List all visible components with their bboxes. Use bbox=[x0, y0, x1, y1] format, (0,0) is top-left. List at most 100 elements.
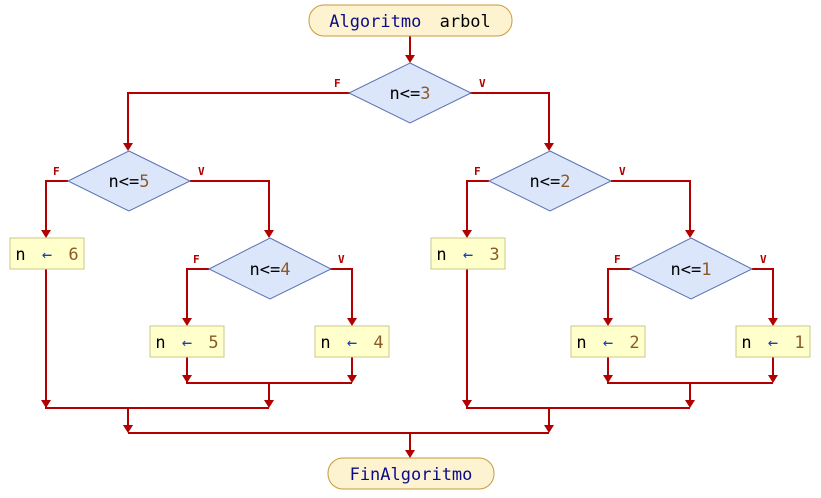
svg-text:n ← 3: n ← 3 bbox=[436, 245, 499, 265]
assign-arrow: ← bbox=[463, 245, 473, 265]
arrowhead-c5 bbox=[123, 143, 133, 151]
svg-text:n ← 1: n ← 1 bbox=[741, 333, 804, 353]
start-keyword: Algoritmo bbox=[329, 12, 421, 32]
condition-op: <= bbox=[681, 260, 701, 280]
assign-value: 2 bbox=[629, 333, 639, 353]
arrowhead-a6 bbox=[41, 230, 51, 238]
arrowhead-merge-c4-right bbox=[347, 375, 357, 383]
assign-arrow: ← bbox=[182, 333, 192, 353]
edge-c5-false bbox=[45, 180, 68, 233]
start-name: arbol bbox=[440, 12, 491, 32]
condition-op: <= bbox=[540, 172, 560, 192]
edge-c3-true bbox=[470, 92, 550, 146]
assign-value: 3 bbox=[489, 245, 499, 265]
arrowhead-a5 bbox=[182, 318, 192, 326]
edge-merge-c1-left bbox=[607, 357, 773, 384]
arrowhead-merge-c5-left bbox=[41, 400, 51, 408]
svg-text:Algoritmo arbol: Algoritmo arbol bbox=[329, 12, 491, 32]
flag-c1-false: F bbox=[614, 253, 621, 266]
arrowhead-merge-c5-down bbox=[123, 425, 133, 433]
condition-var: n bbox=[671, 260, 681, 280]
flag-c3-false: F bbox=[334, 77, 341, 90]
condition-var: n bbox=[109, 172, 119, 192]
arrowhead-a4 bbox=[347, 318, 357, 326]
decision-n-le-5[interactable]: n<=5 bbox=[66, 150, 192, 212]
assign-n-6[interactable]: n ← 6 bbox=[9, 237, 85, 270]
assign-var: n bbox=[436, 245, 446, 265]
arrowhead-c2 bbox=[544, 143, 554, 151]
arrowhead-merge-c1-down bbox=[685, 400, 695, 408]
condition-op: <= bbox=[119, 172, 139, 192]
assign-n-2[interactable]: n ← 2 bbox=[570, 325, 646, 358]
flag-c4-true: V bbox=[338, 253, 345, 266]
branch-flags: F V F V F V F V F V bbox=[53, 77, 767, 266]
svg-text:n<=1: n<=1 bbox=[671, 260, 712, 280]
arrowhead-merge-c4-left bbox=[182, 375, 192, 383]
edge-c3-false bbox=[127, 92, 350, 146]
arrowhead-end bbox=[405, 450, 415, 458]
edge-c1-false bbox=[607, 268, 631, 320]
edge-merge-c4-left bbox=[186, 357, 352, 384]
edge-c2-true bbox=[611, 180, 691, 233]
svg-text:n ← 5: n ← 5 bbox=[155, 333, 218, 353]
assign-n-3[interactable]: n ← 3 bbox=[430, 237, 506, 270]
condition-value: 4 bbox=[280, 260, 290, 280]
edge-c4-true bbox=[330, 268, 353, 320]
edge-c5-true bbox=[190, 180, 270, 233]
condition-op: <= bbox=[400, 84, 420, 104]
arrowhead-merge-c2-left bbox=[462, 400, 472, 408]
arrowhead-c4 bbox=[264, 230, 274, 238]
condition-op: <= bbox=[260, 260, 280, 280]
assign-value: 4 bbox=[373, 333, 383, 353]
condition-value: 3 bbox=[420, 84, 430, 104]
svg-text:n<=2: n<=2 bbox=[530, 172, 571, 192]
condition-value: 1 bbox=[701, 260, 711, 280]
assign-value: 6 bbox=[68, 245, 78, 265]
arrowhead-merge-c1-left bbox=[603, 375, 613, 383]
assign-var: n bbox=[15, 245, 25, 265]
condition-var: n bbox=[250, 260, 260, 280]
flag-c1-true: V bbox=[760, 253, 767, 266]
arrowhead-c1 bbox=[685, 230, 695, 238]
svg-text:n ← 4: n ← 4 bbox=[320, 333, 383, 353]
assign-arrow: ← bbox=[768, 333, 778, 353]
assign-var: n bbox=[320, 333, 330, 353]
flag-c3-true: V bbox=[479, 77, 486, 90]
flag-c5-true: V bbox=[198, 165, 205, 178]
svg-text:n<=5: n<=5 bbox=[109, 172, 150, 192]
svg-text:n ← 2: n ← 2 bbox=[576, 333, 639, 353]
flag-c2-false: F bbox=[474, 165, 481, 178]
assign-value: 5 bbox=[208, 333, 218, 353]
decision-n-le-2[interactable]: n<=2 bbox=[487, 150, 613, 212]
svg-text:n<=3: n<=3 bbox=[390, 84, 431, 104]
arrowhead-merge-c4-down bbox=[264, 400, 274, 408]
svg-text:n ← 6: n ← 6 bbox=[15, 245, 78, 265]
end-terminal[interactable]: FinAlgoritmo bbox=[327, 457, 495, 490]
arrowhead-a3 bbox=[462, 230, 472, 238]
assign-var: n bbox=[576, 333, 586, 353]
flowchart-arrowheads bbox=[41, 55, 778, 458]
start-terminal[interactable]: Algoritmo arbol bbox=[308, 4, 513, 37]
assign-var: n bbox=[155, 333, 165, 353]
assign-var: n bbox=[741, 333, 751, 353]
arrowhead-merge-c2-down bbox=[544, 425, 554, 433]
assign-n-5[interactable]: n ← 5 bbox=[149, 325, 225, 358]
decision-n-le-4[interactable]: n<=4 bbox=[207, 237, 333, 300]
decision-n-le-1[interactable]: n<=1 bbox=[628, 237, 754, 300]
arrowhead-merge-c1-right bbox=[768, 375, 778, 383]
assign-n-1[interactable]: n ← 1 bbox=[735, 325, 811, 358]
decision-n-le-3[interactable]: n<=3 bbox=[347, 62, 473, 124]
end-keyword: FinAlgoritmo bbox=[350, 465, 473, 485]
flag-c5-false: F bbox=[53, 165, 60, 178]
assign-n-4[interactable]: n ← 4 bbox=[314, 325, 390, 358]
condition-value: 2 bbox=[560, 172, 570, 192]
arrowhead-a2 bbox=[603, 318, 613, 326]
arrowhead-c3 bbox=[405, 55, 415, 63]
condition-var: n bbox=[390, 84, 400, 104]
condition-var: n bbox=[530, 172, 540, 192]
arrowhead-a1 bbox=[768, 318, 778, 326]
flag-c4-false: F bbox=[193, 253, 200, 266]
assign-value: 1 bbox=[794, 333, 804, 353]
svg-text:n<=4: n<=4 bbox=[250, 260, 291, 280]
